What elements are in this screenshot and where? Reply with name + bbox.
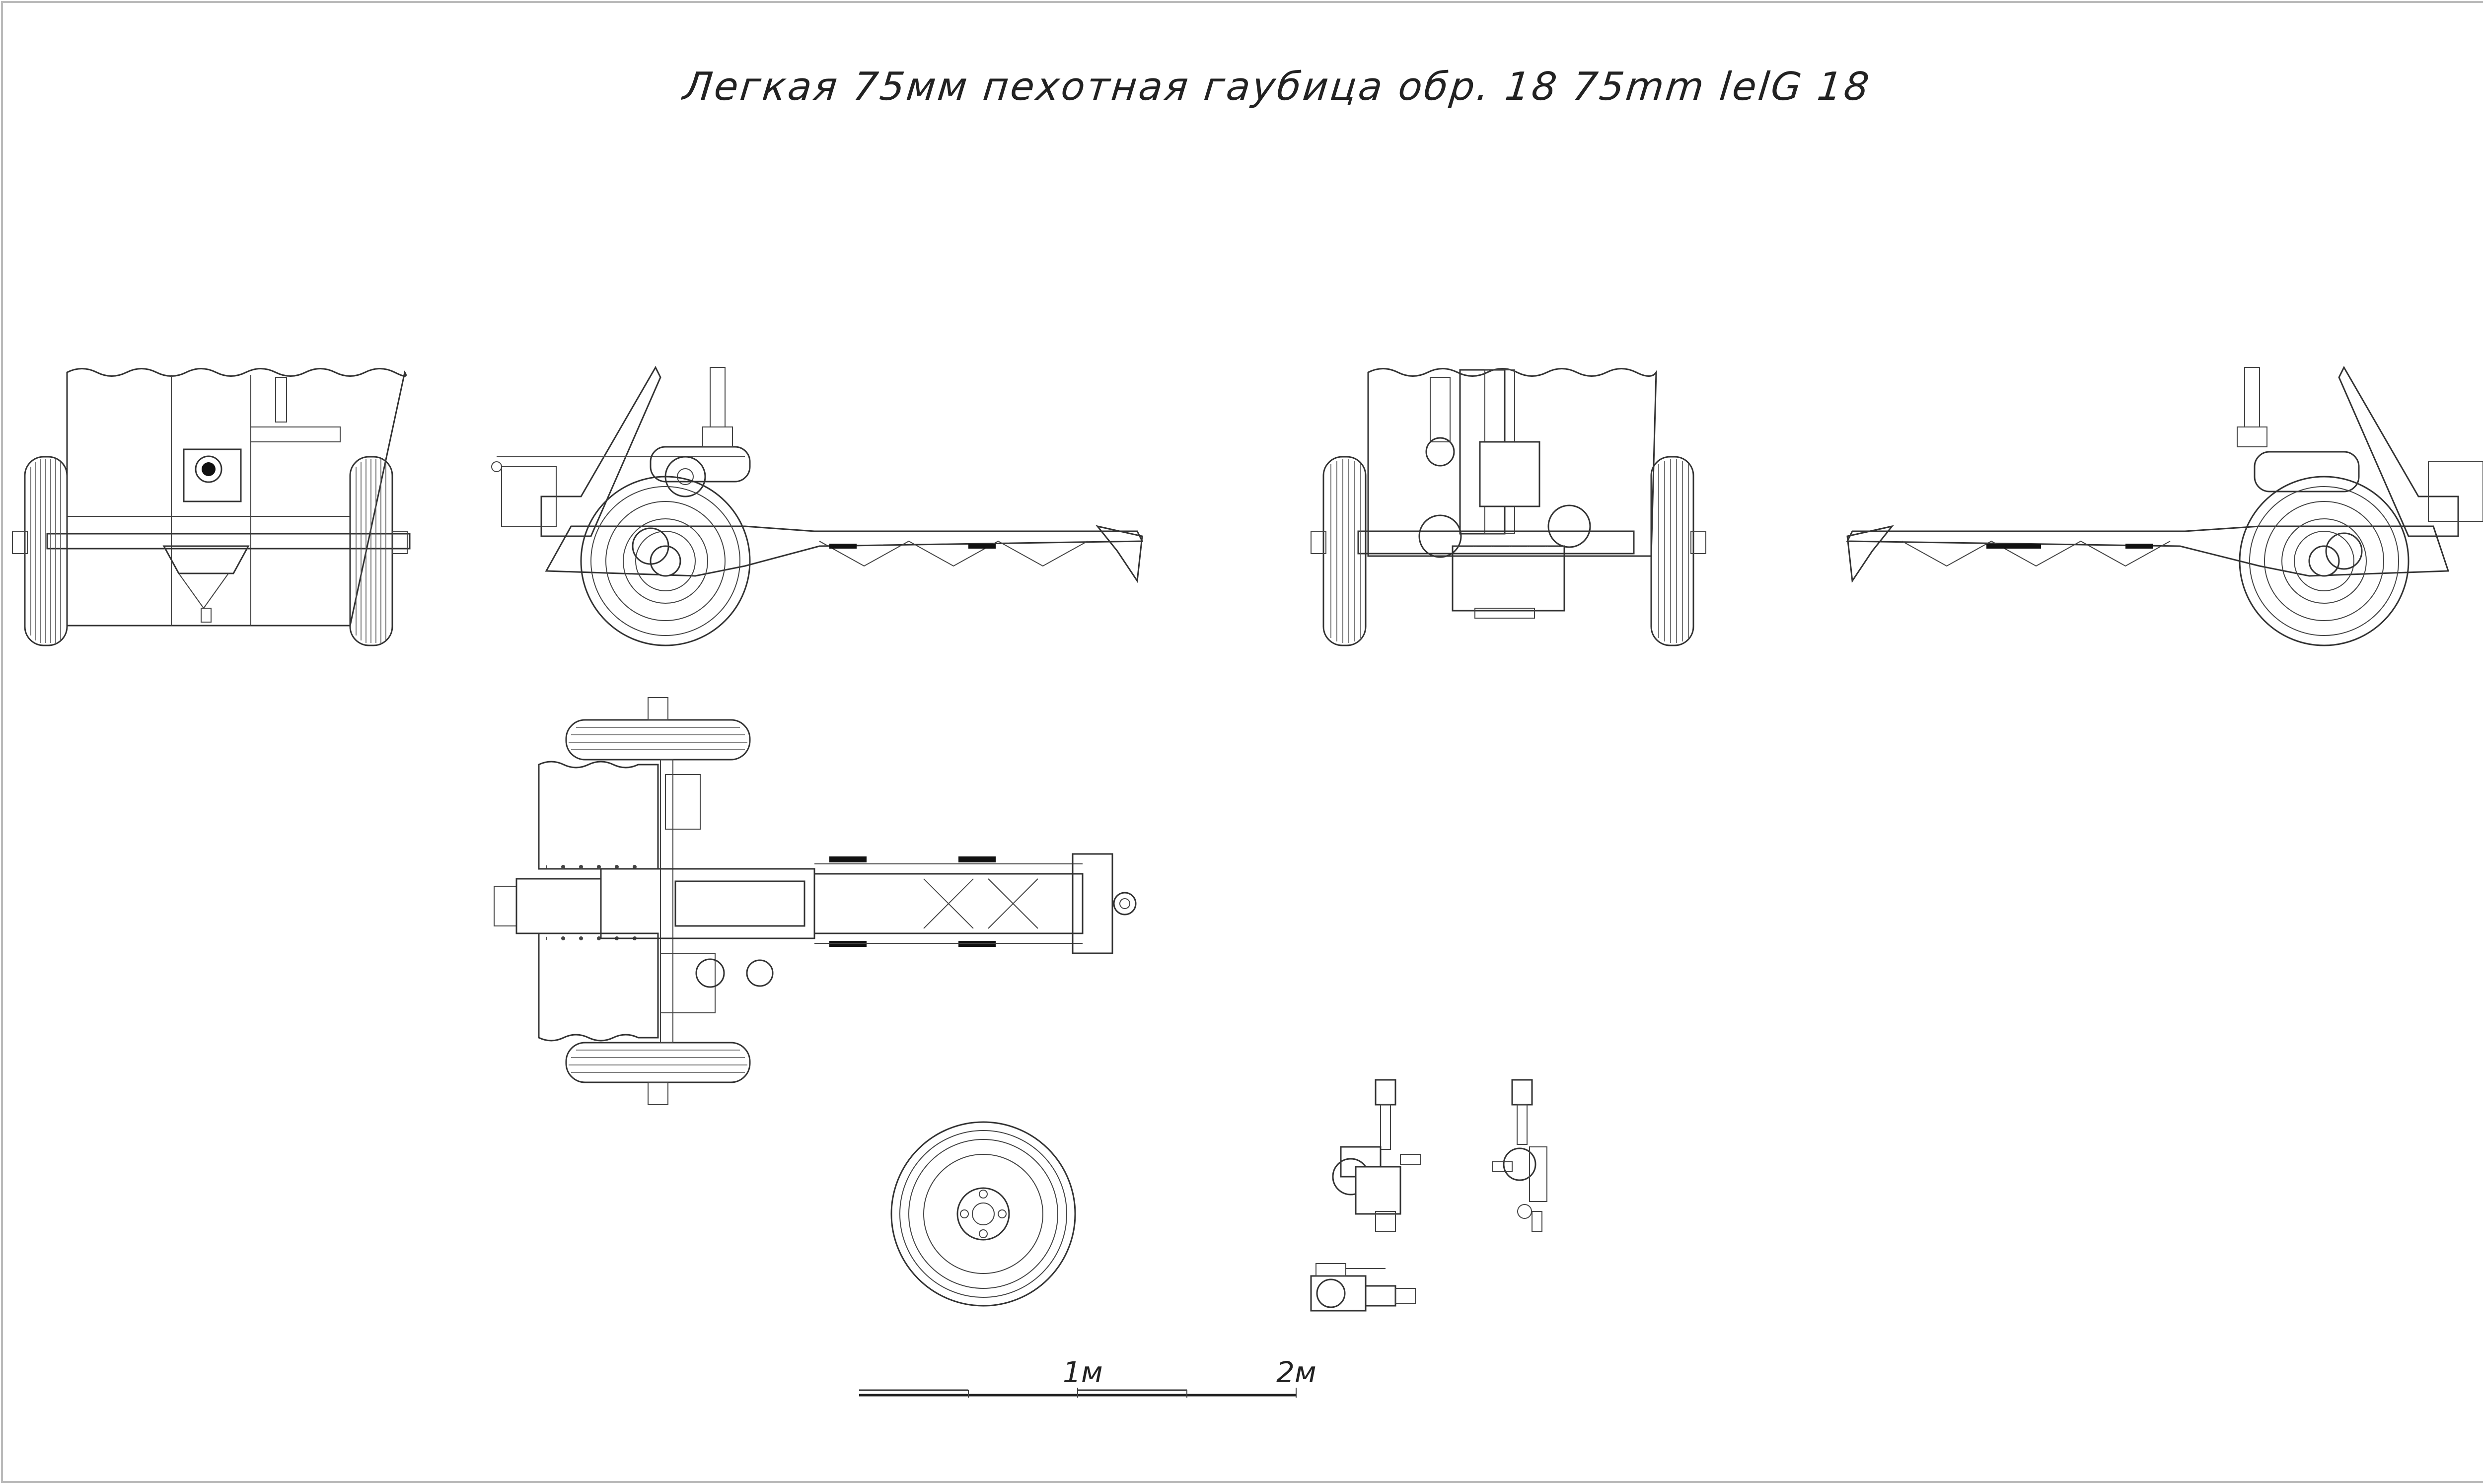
front-shield xyxy=(66,368,407,627)
side-trail-left xyxy=(545,525,1144,577)
front-barrel-bore xyxy=(202,462,216,476)
top-shield-upper xyxy=(538,761,659,870)
front-gun-mantlet xyxy=(183,448,242,502)
side-trail-right xyxy=(1846,525,2450,577)
top-elevation-box xyxy=(660,953,716,1013)
sight-c-mount xyxy=(1365,1285,1396,1307)
top-muzzle xyxy=(494,886,517,926)
side-hub-left xyxy=(650,545,681,577)
top-trail-cross-bracing xyxy=(923,878,1038,929)
scale-bar xyxy=(859,1388,1297,1398)
detail-hub xyxy=(956,1187,1010,1241)
side-spade-right xyxy=(1846,525,1894,583)
front-sight-mount xyxy=(275,377,287,423)
side-barrel-sleeve xyxy=(650,446,751,483)
side-shield-bracket-right xyxy=(2428,461,2483,522)
side-trail-marking-right xyxy=(1986,544,2041,549)
side-trail-marking-2 xyxy=(968,544,996,549)
front-lower-bracket xyxy=(178,573,229,609)
top-lunette xyxy=(1113,892,1137,916)
front-rivet-row xyxy=(67,511,350,521)
rear-view xyxy=(1311,368,1706,646)
sight-a-eyepiece xyxy=(1375,1079,1396,1106)
front-axle xyxy=(46,533,411,550)
top-sight-knob xyxy=(746,959,774,987)
top-recoil-cylinder xyxy=(665,774,701,830)
front-hub-right xyxy=(392,531,408,554)
top-handwheel xyxy=(695,958,725,988)
top-trail-box xyxy=(813,873,1084,934)
top-wheel-upper xyxy=(565,719,751,761)
rear-sight-knob xyxy=(1425,437,1455,467)
side-hub-right xyxy=(2308,545,2340,577)
rear-hub-left xyxy=(1311,531,1326,554)
top-trail-marking-1 xyxy=(829,856,867,862)
scale-label-1m: 1м xyxy=(1063,1355,1103,1389)
top-spade xyxy=(1072,853,1113,954)
rear-handwheel-right xyxy=(1547,504,1591,548)
side-view-left xyxy=(491,365,1144,646)
side-sight-column xyxy=(710,367,726,427)
side-shield-bracket xyxy=(501,466,557,527)
side-shield-left xyxy=(540,365,661,537)
front-view xyxy=(12,368,411,646)
sight-details xyxy=(1310,1079,1547,1312)
front-towing-eye xyxy=(201,608,212,623)
top-view xyxy=(494,697,1137,1105)
side-trail-bracing-right xyxy=(1901,540,2171,567)
detail-rim xyxy=(923,1154,1043,1274)
front-hub-left xyxy=(12,531,28,554)
side-sight-head xyxy=(702,426,733,447)
front-muzzle-ring xyxy=(195,455,222,483)
rear-breech-block xyxy=(1479,441,1540,507)
front-wheel-left xyxy=(24,456,68,646)
sight-b-eyepiece xyxy=(1511,1079,1533,1106)
detail-tire-outer xyxy=(890,1121,1076,1307)
side-view-right xyxy=(1846,365,2483,646)
side-shield-right xyxy=(2338,365,2459,537)
side-sight-column-right xyxy=(2244,367,2260,427)
wheel-detail xyxy=(890,1121,1076,1307)
rear-sight-column xyxy=(1430,377,1451,442)
rear-shield xyxy=(1367,368,1657,557)
rear-spade-edge xyxy=(1474,608,1535,619)
side-trail-marking-1 xyxy=(829,544,857,549)
top-wheel-lower xyxy=(565,1042,751,1083)
front-cradle-plate xyxy=(162,545,250,574)
top-axle xyxy=(660,759,673,1043)
rear-handwheel-left xyxy=(1418,514,1462,558)
top-breech xyxy=(674,880,805,927)
side-traverse-wheel-right xyxy=(2325,532,2363,570)
sight-b-drum xyxy=(1503,1147,1536,1181)
rear-hub-right xyxy=(1690,531,1706,554)
side-shield-bolt xyxy=(491,461,502,472)
sight-c-drum xyxy=(1316,1278,1346,1308)
top-trail-marking-2 xyxy=(958,856,996,862)
top-barrel-housing xyxy=(515,878,602,934)
side-trail-bracing xyxy=(819,540,1088,567)
rear-wheel-left xyxy=(1322,456,1367,646)
front-sight-bracket xyxy=(250,426,341,442)
top-shield-lower xyxy=(538,932,659,1042)
top-hub-upper xyxy=(648,697,668,720)
side-traverse-wheel xyxy=(632,527,669,565)
side-spade-left xyxy=(1095,525,1143,583)
top-hub-lower xyxy=(648,1082,668,1105)
side-barrel-sleeve-right xyxy=(2254,451,2360,493)
rear-wheel-right xyxy=(1650,456,1694,646)
scale-label-2m: 2м xyxy=(1276,1355,1316,1389)
